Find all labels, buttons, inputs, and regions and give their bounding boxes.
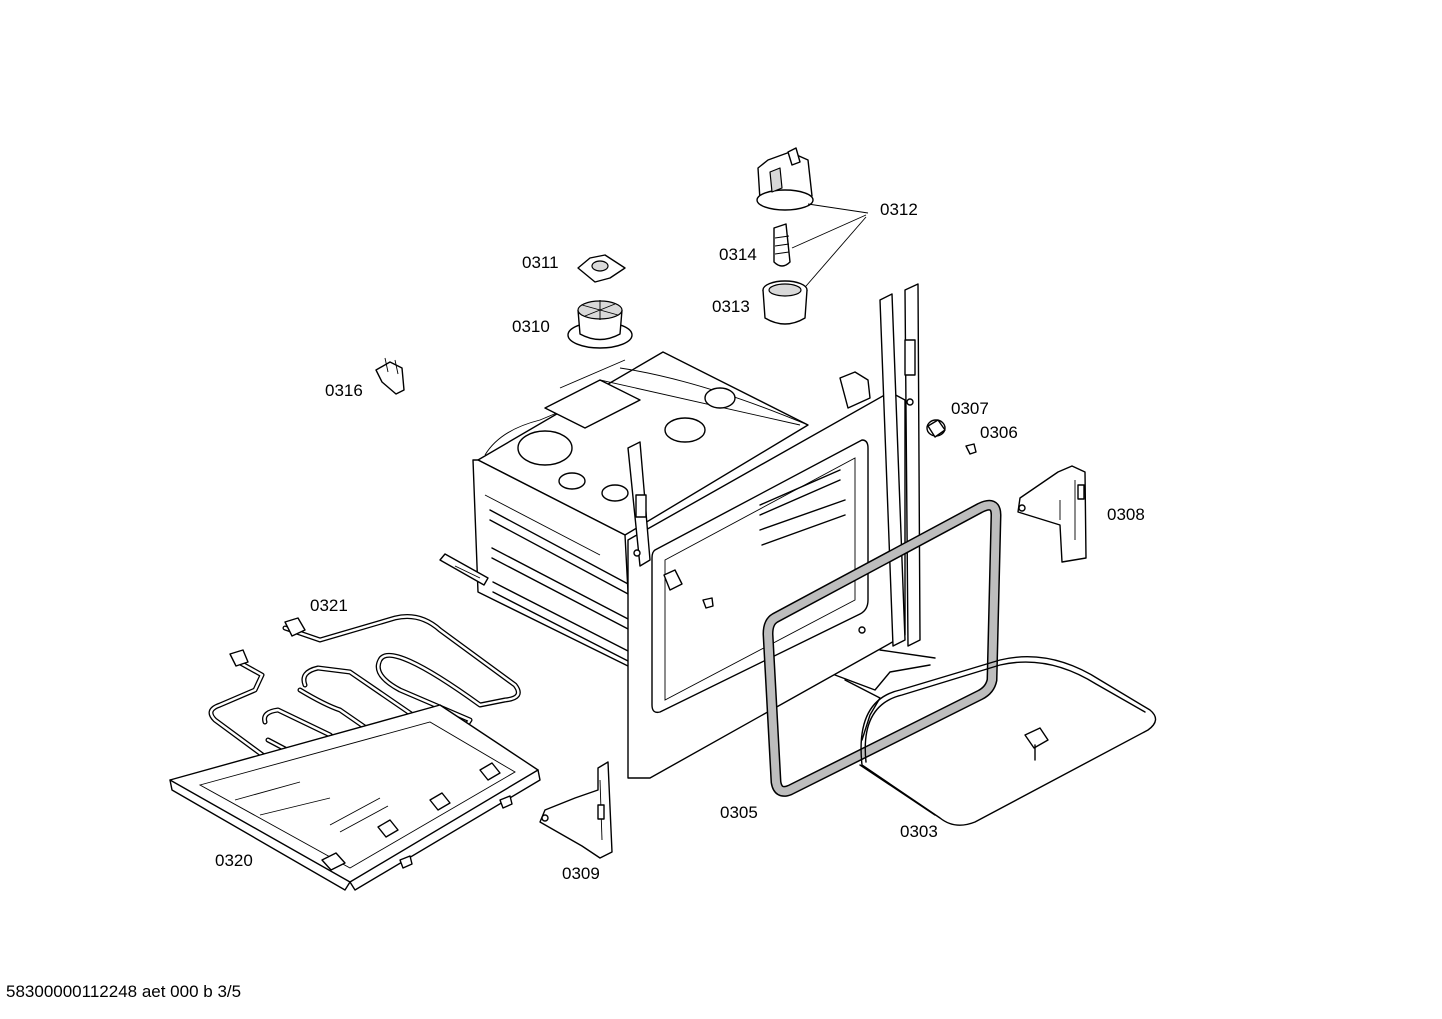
label-0305: 0305 bbox=[720, 803, 758, 822]
clip-0311 bbox=[577, 254, 626, 283]
drawing-footer-id: 58300000112248 aet 000 b 3/5 bbox=[6, 982, 242, 1001]
label-0309: 0309 bbox=[562, 864, 600, 883]
label-0314: 0314 bbox=[719, 245, 757, 264]
hinge-bracket-0309 bbox=[539, 761, 613, 859]
label-0311: 0311 bbox=[522, 253, 559, 272]
bracket-0316 bbox=[375, 357, 405, 395]
lamp-bulb-0314 bbox=[773, 223, 791, 267]
label-0303: 0303 bbox=[900, 822, 938, 841]
label-0320: 0320 bbox=[215, 851, 253, 870]
bottom-tray-0320 bbox=[169, 704, 541, 891]
label-0308: 0308 bbox=[1107, 505, 1145, 524]
knob-0307 bbox=[926, 419, 946, 438]
lamp-housing-0312 bbox=[756, 147, 869, 294]
label-0312: 0312 bbox=[880, 200, 918, 219]
label-0316: 0316 bbox=[325, 381, 363, 400]
screw-0306 bbox=[965, 443, 977, 455]
oven-muffle bbox=[439, 283, 921, 779]
label-0310: 0310 bbox=[512, 317, 550, 336]
door-gasket-0305 bbox=[762, 499, 1002, 797]
hinge-bracket-0308 bbox=[1017, 465, 1087, 563]
label-0313: 0313 bbox=[712, 297, 750, 316]
label-0321: 0321 bbox=[310, 596, 348, 615]
label-0307: 0307 bbox=[951, 399, 989, 418]
heating-element-0303 bbox=[834, 649, 1157, 826]
lamp-cover-0313 bbox=[762, 280, 808, 325]
filter-0310 bbox=[567, 300, 633, 349]
label-0306: 0306 bbox=[980, 423, 1018, 442]
